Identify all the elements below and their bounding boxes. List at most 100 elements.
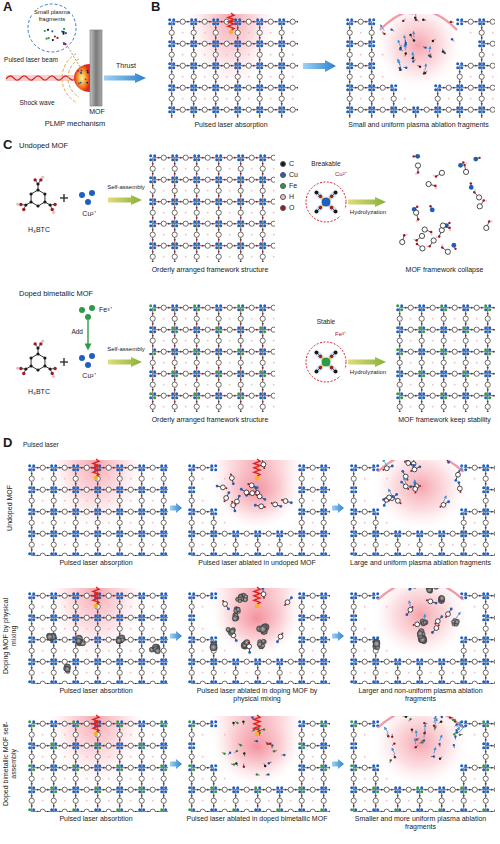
mof-lattice-part (465, 323, 467, 325)
mof-lattice-part (168, 201, 170, 203)
coordination-inset-part (319, 355, 323, 359)
mof-lattice-part (358, 41, 363, 46)
mof-lattice-part (262, 389, 264, 391)
mof-lattice-part (219, 308, 222, 311)
mof-lattice-part (153, 180, 156, 183)
mof-lattice-part (488, 395, 495, 396)
mof-lattice-part (349, 37, 351, 39)
collapsed-fragments-part (428, 245, 431, 248)
mof-lattice-part (260, 382, 265, 387)
mof-lattice-part (262, 313, 264, 315)
mof-lattice-part (237, 158, 240, 161)
mof-lattice-part (171, 220, 174, 223)
mof-lattice-part (177, 65, 179, 67)
mof-lattice-part (227, 349, 232, 354)
mof-lattice-part (452, 327, 457, 332)
mof-lattice-part (246, 85, 251, 90)
mof-lattice-part (465, 109, 467, 111)
mof-lattice-part (185, 318, 187, 320)
mof-lattice-part (171, 224, 174, 227)
mof-lattice-part (238, 254, 243, 259)
mof-lattice-part (161, 393, 166, 398)
mof-lattice-part (437, 110, 438, 118)
mof-lattice-part (371, 27, 373, 29)
mof-lattice-part (237, 304, 240, 307)
mof-lattice-part (219, 304, 222, 307)
mof-lattice-part (205, 199, 210, 204)
mof-lattice-part (172, 22, 175, 25)
mof-lattice-part (468, 85, 473, 90)
mof-lattice-part (443, 50, 445, 53)
mof-lattice-part (476, 318, 478, 320)
mof-lattice-part (194, 404, 199, 409)
h3btc-molecule-part (19, 367, 22, 370)
mof-lattice-part (187, 65, 189, 67)
mof-lattice-part (175, 224, 178, 227)
collapsed-fragments-part (436, 236, 438, 238)
coordination-inset-part (330, 366, 334, 370)
collapsed-fragments-part (474, 189, 476, 191)
mof-lattice-part (457, 96, 462, 101)
mof-lattice-part (209, 43, 211, 45)
h3btc-molecule-part (22, 208, 25, 211)
coordination-inset-part (322, 358, 331, 367)
mof-lattice-part (440, 326, 443, 329)
mof-lattice-part (408, 393, 413, 398)
iron-ions-part (89, 305, 95, 311)
mof-lattice-part (408, 371, 413, 376)
mof-lattice-part (282, 110, 285, 113)
mof-lattice-part (234, 373, 236, 375)
mof-lattice-part (465, 367, 467, 369)
mof-lattice-part (488, 373, 495, 374)
mof-lattice-part (219, 330, 222, 333)
mof-lattice-part (259, 326, 262, 329)
mof-lattice-part (443, 357, 445, 359)
mof-lattice-part (202, 373, 204, 375)
mof-lattice-part (238, 360, 243, 365)
mof-lattice-part (215, 348, 218, 351)
mof-lattice-part (404, 54, 406, 57)
mof-lattice-part (193, 154, 196, 157)
mof-lattice-part (365, 21, 367, 23)
mof-lattice-part (262, 185, 264, 187)
mof-lattice-part (456, 66, 459, 69)
mof-lattice-part (196, 335, 198, 337)
mof-lattice-part (183, 327, 188, 332)
mof-lattice-part (470, 76, 472, 78)
mof-lattice-part (350, 106, 353, 109)
mof-lattice-part (482, 84, 485, 87)
mof-lattice-part (259, 81, 261, 83)
mof-lattice-part (454, 406, 456, 408)
h3btc-molecule-part (51, 208, 54, 211)
mof-lattice-part (187, 87, 189, 89)
mof-lattice-part (399, 109, 401, 111)
mof-lattice-part (171, 348, 174, 351)
mof-lattice-part (468, 63, 473, 68)
mof-lattice-part (259, 27, 261, 29)
mof-lattice-part (402, 107, 407, 112)
mof-lattice-part (212, 351, 214, 353)
mof-lattice-part (372, 66, 375, 69)
mof-lattice-part (441, 360, 446, 365)
mof-lattice-part (216, 88, 219, 91)
mof-lattice-part (190, 22, 193, 25)
mof-lattice-part (171, 81, 173, 83)
mof-lattice-part (171, 180, 174, 183)
mof-lattice-part (421, 379, 423, 381)
mof-lattice-part (193, 110, 194, 118)
mof-lattice-part (175, 392, 178, 395)
mof-lattice-part (256, 88, 259, 91)
mof-lattice-part (229, 362, 231, 364)
mof-lattice-part (268, 223, 270, 225)
coordination-inset (306, 182, 346, 222)
mof-lattice-part (490, 19, 495, 24)
mof-lattice-part (243, 43, 245, 45)
mof-lattice-part (382, 76, 384, 78)
mof-lattice-part (215, 308, 218, 311)
mof-lattice-part (260, 110, 263, 113)
mof-lattice-part (471, 395, 473, 397)
mof-lattice-part (196, 379, 198, 381)
mof-lattice-part (397, 404, 402, 409)
mof-lattice-part (443, 401, 445, 403)
mof-lattice-part (234, 157, 236, 159)
